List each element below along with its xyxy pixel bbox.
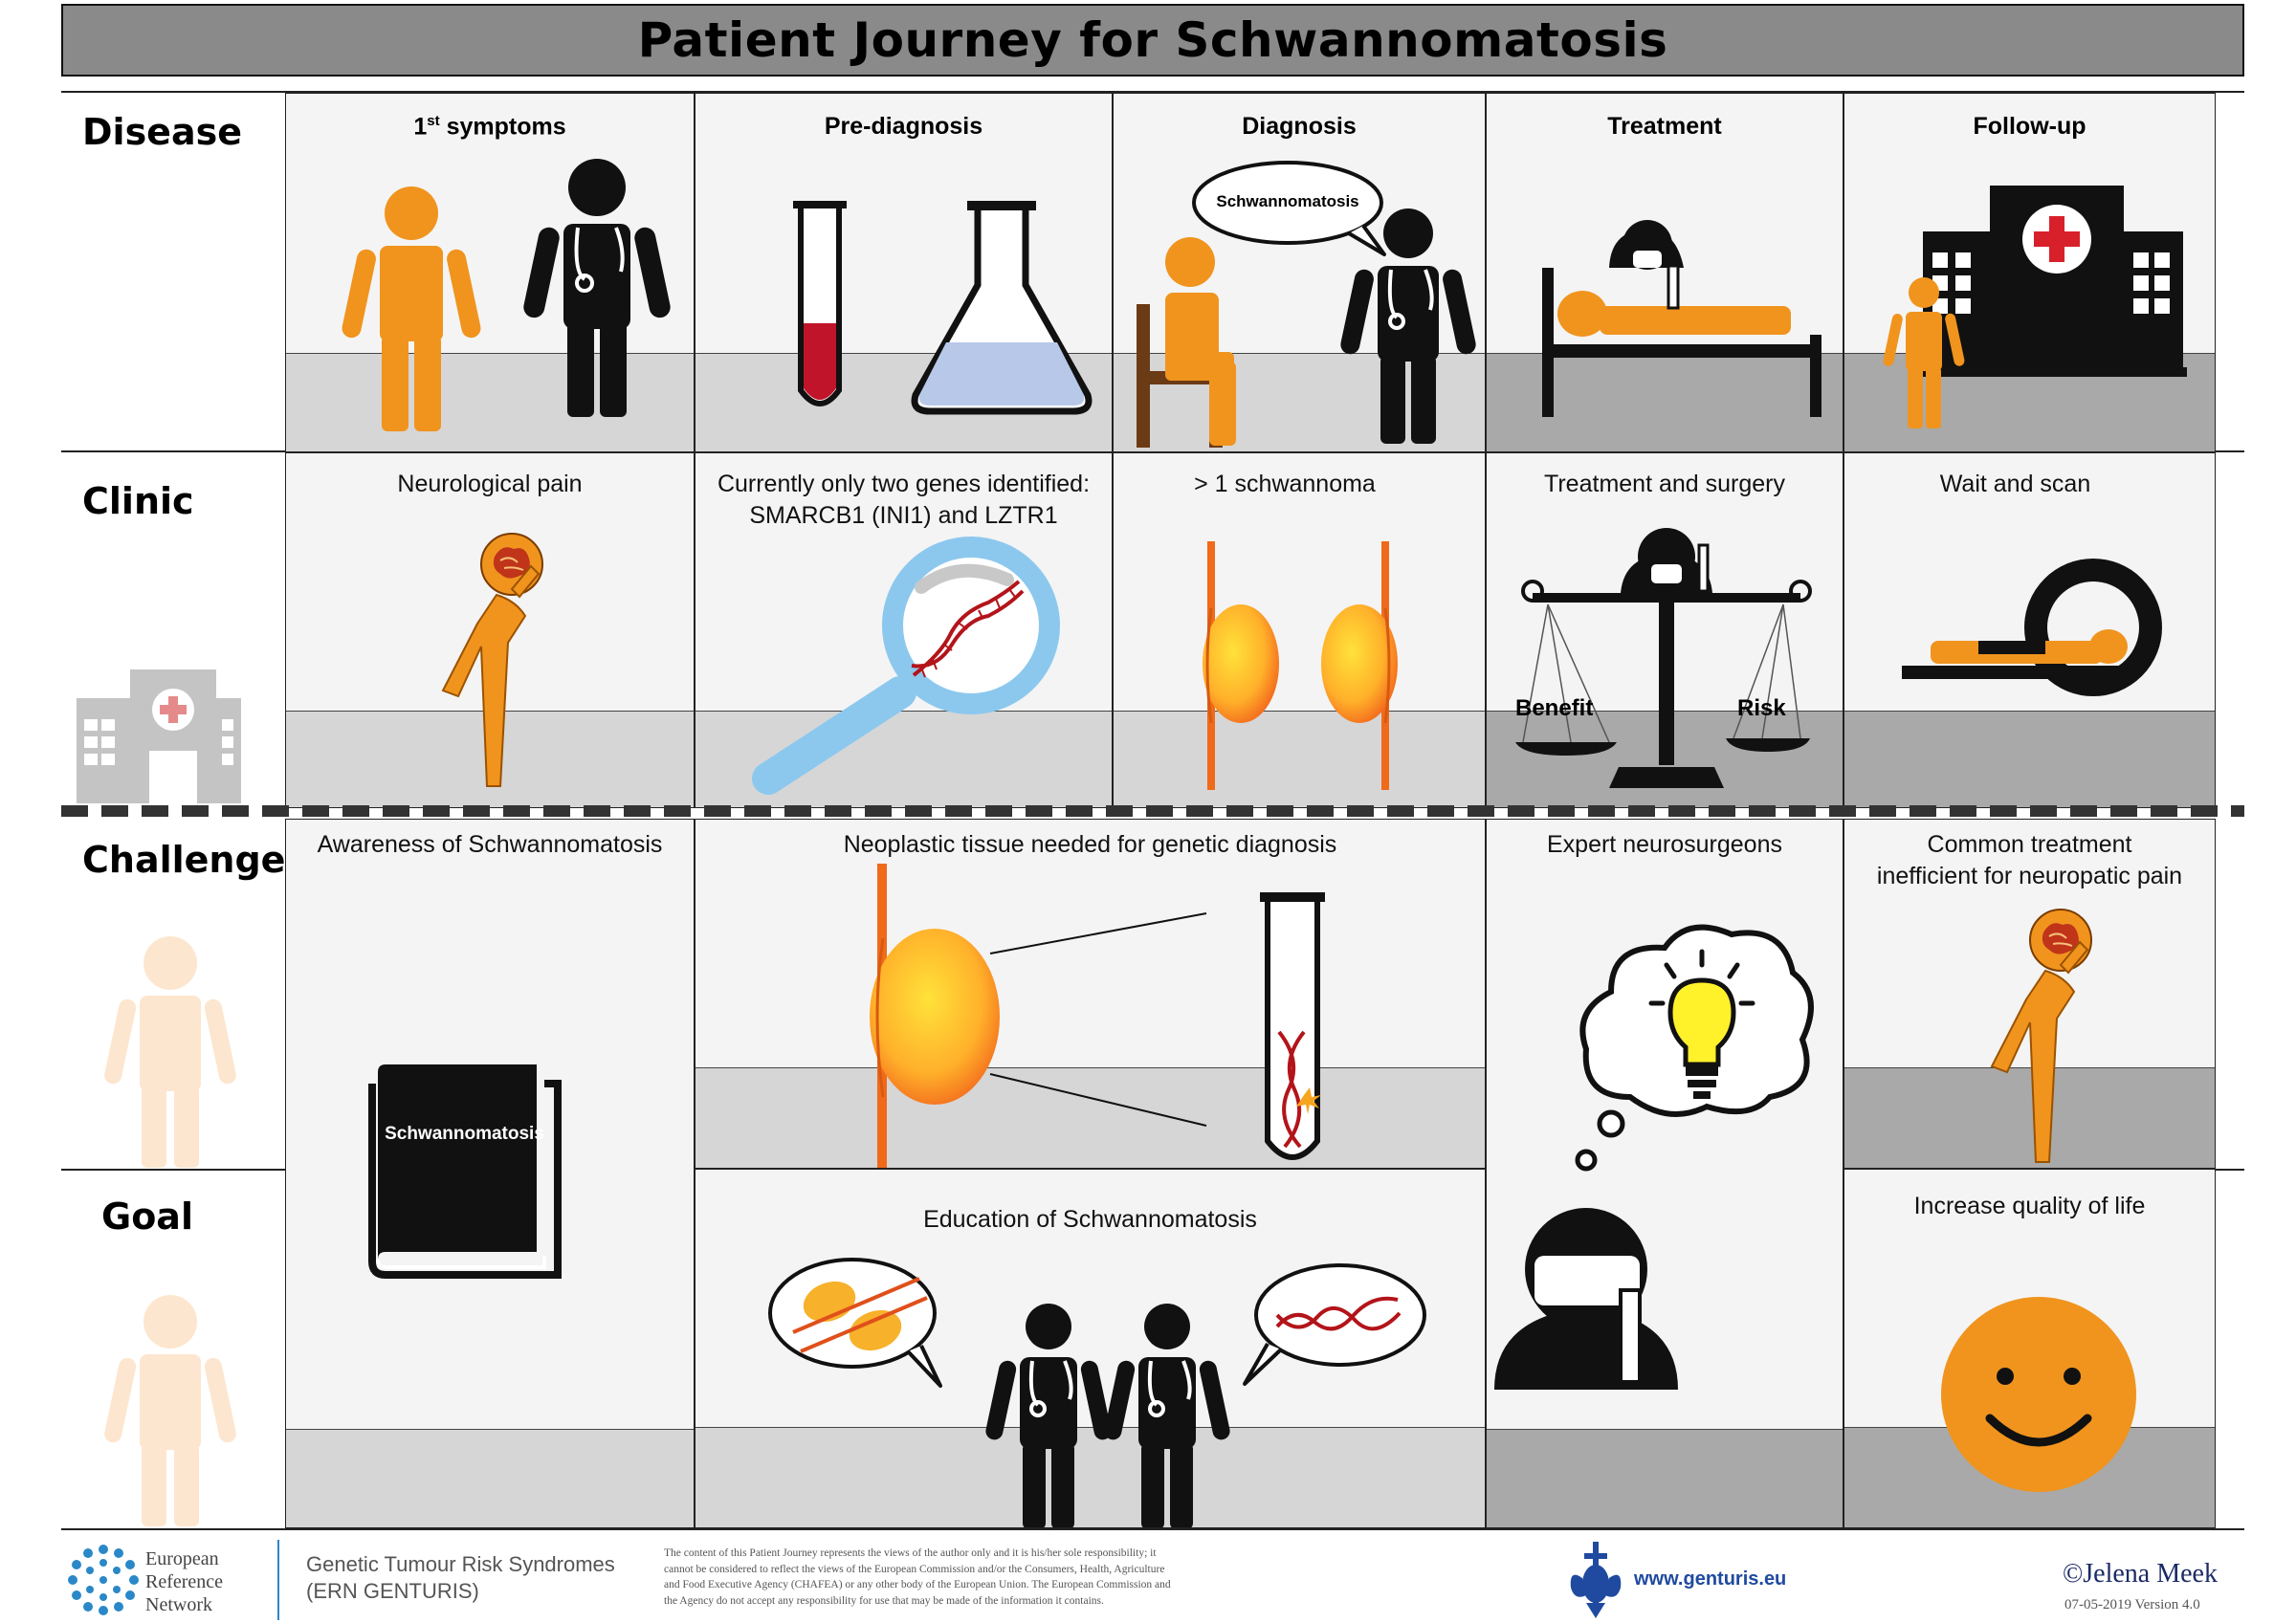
floor [1844, 711, 2215, 807]
schwannoma-icon [1203, 541, 1279, 790]
lightbulb-icon [1648, 949, 1755, 1099]
flask-icon [911, 201, 1093, 415]
schwannoma-icon [870, 864, 1000, 1168]
cell-clinic-diagnosis: > 1 schwannoma [1113, 452, 1486, 808]
person-icon [104, 1295, 236, 1526]
row-separator [61, 91, 2244, 93]
scale-icon [1515, 528, 1812, 788]
author-credit: ©Jelena Meek [2063, 1559, 2218, 1589]
clinic-wait-text: Wait and scan [1939, 471, 2091, 497]
book-label: Schwannomatosis [385, 1124, 544, 1144]
row-label-disease: Disease [82, 111, 242, 153]
speech-bubble-icon [768, 1258, 942, 1388]
dashed-separator [61, 805, 2244, 817]
connector-lines [989, 912, 1207, 1127]
page-title: Patient Journey for Schwannomatosis [637, 12, 1668, 68]
cell-quality-of-life: Increase quality of life [1843, 1169, 2216, 1528]
doctor-icon [1104, 1304, 1230, 1527]
diagnosis-bubble-text: Schwannomatosis [1216, 192, 1359, 210]
cell-clinic-symptoms: Neurological pain [285, 452, 695, 808]
ern-text: European Reference Network [145, 1548, 224, 1615]
person-icon [342, 186, 481, 431]
risk-label: Risk [1737, 695, 1786, 721]
row-separator [61, 1169, 285, 1171]
benefit-label: Benefit [1515, 695, 1594, 721]
magnifier-dna-icon [752, 537, 1060, 795]
clinic-genes-text: Currently only two genes identified:SMAR… [717, 471, 1091, 529]
row-label-goal: Goal [101, 1195, 193, 1238]
education-text: Education of Schwannomatosis [923, 1206, 1257, 1233]
cell-clinic-pre-diagnosis: Currently only two genes identified:SMAR… [695, 452, 1113, 808]
cell-tissue: Neoplastic tissue needed for genetic dia… [695, 819, 1486, 1169]
speech-bubble-icon [1192, 161, 1386, 256]
stage-first-symptoms: 1st symptoms [413, 113, 566, 141]
website-link[interactable]: www.genturis.eu [1634, 1568, 1787, 1590]
test-tube-icon [793, 201, 847, 406]
floor [695, 1067, 1485, 1168]
tissue-text: Neoplastic tissue needed for genetic dia… [843, 831, 1337, 858]
doctor-icon [523, 159, 671, 417]
doctor-icon [985, 1304, 1112, 1527]
smiley-icon [1941, 1297, 2136, 1492]
cell-education: Education of Schwannomatosis [695, 1169, 1486, 1528]
genturis-text: Genetic Tumour Risk Syndromes (ERN GENTU… [306, 1552, 615, 1603]
stage-diagnosis: Diagnosis [1242, 113, 1357, 140]
title-bar: Patient Journey for Schwannomatosis [61, 4, 2244, 77]
surgeon-icon [1494, 1208, 1678, 1390]
neurosurgeons-text: Expert neurosurgeons [1547, 831, 1782, 858]
cell-first-symptoms: 1st symptoms [285, 93, 695, 452]
row-separator [2216, 1169, 2244, 1171]
cell-awareness: Awareness of Schwannomatosis Schwannomat… [285, 819, 695, 1528]
mri-scanner-icon [1902, 559, 2162, 696]
person-icon [1883, 277, 1965, 428]
stage-treatment: Treatment [1607, 113, 1722, 140]
row-separator [61, 450, 285, 452]
floor [286, 1429, 694, 1527]
cell-follow-up: Follow-up [1843, 93, 2216, 452]
row-separator [2216, 450, 2244, 452]
brain-pain-icon [1990, 909, 2092, 1163]
cell-clinic-treatment: Treatment and surgery Benefit Risk [1486, 452, 1843, 808]
version-text: 07-05-2019 Version 4.0 [2064, 1597, 2200, 1612]
test-tube-icon [1260, 892, 1325, 1160]
ern-logo-icon [68, 1545, 139, 1615]
floor [1844, 1067, 2215, 1168]
floor [1114, 711, 1485, 807]
awareness-text: Awareness of Schwannomatosis [317, 831, 663, 858]
row-separator [61, 1528, 2244, 1530]
cell-pre-diagnosis: Pre-diagnosis [695, 93, 1113, 452]
hospital-bed-icon [1542, 220, 1821, 417]
doctor-icon [1340, 208, 1476, 444]
schwannoma-icon [1321, 541, 1398, 790]
stage-follow-up: Follow-up [1973, 113, 2086, 140]
floor [1487, 1429, 1843, 1527]
cell-clinic-follow-up: Wait and scan [1843, 452, 2216, 808]
seated-patient-icon [1137, 237, 1236, 448]
genturis-logo-icon [1570, 1542, 1622, 1618]
footer-divider [277, 1540, 279, 1620]
hospital-icon [77, 669, 241, 803]
row-label-challenge: Challenge [82, 839, 286, 881]
quality-text: Increase quality of life [1913, 1193, 2146, 1219]
stage-pre-diagnosis: Pre-diagnosis [824, 113, 983, 140]
book-icon [368, 1064, 562, 1279]
clinic-schwannoma-text: > 1 schwannoma [1194, 471, 1376, 497]
clinic-symptoms-text: Neurological pain [397, 471, 583, 497]
floor [695, 1427, 1485, 1527]
disclaimer-text: The content of this Patient Journey repr… [664, 1547, 1171, 1608]
cell-diagnosis: Diagnosis Schwannomatosis [1113, 93, 1486, 452]
cell-neurosurgeons: Expert neurosurgeons [1486, 819, 1843, 1528]
clinic-treatment-text: Treatment and surgery [1544, 471, 1785, 497]
row-label-clinic: Clinic [82, 480, 194, 522]
speech-bubble-icon [1243, 1263, 1426, 1386]
person-icon [104, 936, 236, 1168]
brain-pain-icon [441, 533, 543, 787]
cell-treatment: Treatment [1486, 93, 1843, 452]
